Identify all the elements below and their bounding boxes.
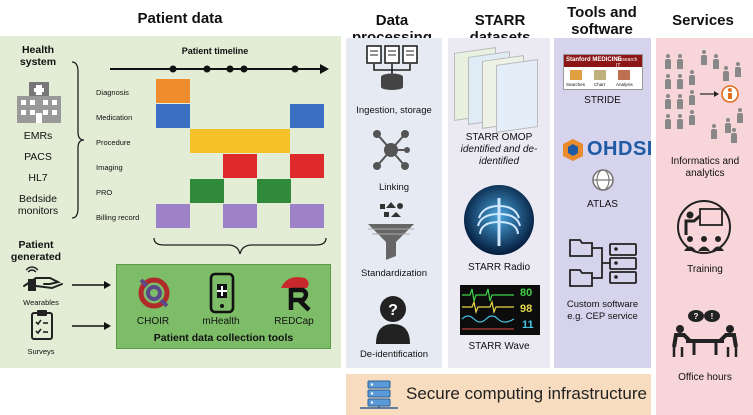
deidentification-label: De-identification <box>359 349 429 360</box>
custom-software-network-icon <box>569 239 637 287</box>
office-hours-meeting-icon: ? ! <box>672 310 738 357</box>
choir-label: CHOIR <box>136 316 170 327</box>
surveys-arrow <box>72 322 111 330</box>
stride-tab-label: Chart <box>594 82 606 87</box>
svg-text:?: ? <box>694 312 699 321</box>
imaging-cell <box>290 154 324 178</box>
linking-label: Linking <box>378 182 410 193</box>
timeline-title: Patient timeline <box>181 46 249 56</box>
svg-text:?: ? <box>388 302 398 319</box>
patient-data-title: Patient data <box>137 10 223 27</box>
billing-record-cell <box>156 204 190 228</box>
hospital-icon <box>17 82 61 123</box>
informatics-crowd-icon <box>660 48 750 148</box>
timeline-row-label: Medication <box>96 113 133 122</box>
ohdsi-logo-text: OHDSI <box>587 138 653 160</box>
patient-generated-heading: Patient generated <box>10 239 62 263</box>
infrastructure-label: Secure computing infrastructure <box>406 384 647 403</box>
starr-omop-subtitle: identified and de-identified <box>460 144 538 167</box>
stride-tab-label: Analysis <box>616 82 633 87</box>
monitor-value-hr: 80 <box>520 287 533 299</box>
services-title: Services <box>672 12 734 29</box>
stride-screenshot-icon: Stanford MEDICINE Research IT Searches C… <box>563 54 643 90</box>
redcap-label: REDCap <box>274 316 314 327</box>
wearables-arrow <box>72 281 111 289</box>
starr-wave-monitor-icon: 80 98 11 <box>460 285 540 335</box>
ingestion-label: Ingestion, storage <box>356 105 432 116</box>
timeline-arrow <box>110 64 329 74</box>
monitor-value-spo2: 98 <box>520 303 533 315</box>
wearable-hand-icon <box>23 266 63 291</box>
ohdsi-logo-icon <box>563 139 583 161</box>
ingestion-docs-icon <box>366 45 418 90</box>
svg-text:!: ! <box>711 312 714 321</box>
starr-omop-label: STARR OMOP <box>465 132 533 143</box>
health-system-item: HL7 <box>28 172 48 184</box>
health-system-item: EMRs <box>23 130 53 142</box>
choir-logo-icon <box>138 277 170 309</box>
atlas-globe-icon <box>592 169 614 191</box>
timeline-row-label: Billing record <box>96 213 140 222</box>
wearables-label: Wearables <box>23 298 59 307</box>
timeline-row-label: Diagnosis <box>96 88 129 97</box>
mhealth-label: mHealth <box>202 316 240 327</box>
starr-wave-label: STARR Wave <box>468 341 530 352</box>
tools-software-panel <box>554 38 651 368</box>
tools-software-title: Tools and software <box>567 4 637 38</box>
starr-omop-tables-icon <box>454 44 546 133</box>
standardization-label: Standardization <box>360 268 428 279</box>
imaging-cell <box>223 154 257 178</box>
timeline-brace <box>153 237 327 255</box>
starr-radio-xray-icon <box>464 185 534 255</box>
timeline-row-label: Procedure <box>96 138 131 147</box>
health-system-item: Bedside monitors <box>17 193 59 217</box>
starr-radio-label: STARR Radio <box>467 262 531 273</box>
training-presentation-icon <box>677 200 731 254</box>
research-it-logo: Research IT <box>616 57 638 69</box>
deidentification-person-icon: ? <box>376 296 410 344</box>
timeline-row-label: PRO <box>96 188 113 197</box>
survey-clipboard-icon <box>31 310 53 340</box>
pro-cell <box>190 179 224 203</box>
stride-tab-label: Searches <box>566 82 586 87</box>
mhealth-phone-icon <box>209 272 235 314</box>
stanford-medicine-logo: Stanford MEDICINE <box>566 57 622 63</box>
billing-record-cell <box>290 204 324 228</box>
monitor-value-resp: 11 <box>522 319 534 331</box>
diagnosis-cell <box>156 79 190 103</box>
medication-cell <box>156 104 190 128</box>
training-label: Training <box>687 264 723 275</box>
linking-network-icon <box>373 130 410 170</box>
pro-cell <box>257 179 291 203</box>
timeline-row-label: Imaging <box>96 163 123 172</box>
server-rack-icon <box>360 380 398 409</box>
billing-record-cell <box>223 204 257 228</box>
standardization-funnel-icon <box>368 202 414 260</box>
procedure-cell <box>190 129 290 153</box>
office-hours-label: Office hours <box>678 372 732 383</box>
health-system-item: PACS <box>24 151 52 163</box>
surveys-label: Surveys <box>27 347 55 356</box>
collection-tools-title: Patient data collection tools <box>153 332 294 344</box>
custom-software-label: Custom software e.g. CEP service <box>566 299 639 322</box>
health-system-brace <box>71 61 85 219</box>
health-system-heading: Health system <box>19 44 57 68</box>
medication-cell <box>290 104 324 128</box>
informatics-label: Informatics and analytics <box>670 156 740 179</box>
stride-label: STRIDE <box>584 95 621 106</box>
redcap-logo-icon <box>281 277 311 312</box>
atlas-label: ATLAS <box>587 199 618 210</box>
